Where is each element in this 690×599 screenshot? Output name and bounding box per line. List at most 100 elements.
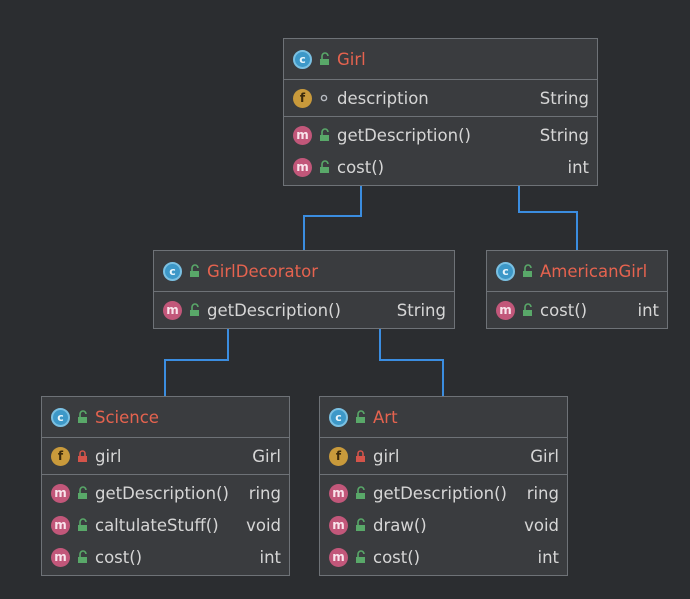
method-icon: m — [163, 300, 182, 320]
science-field-girl[interactable]: f girl Girl — [42, 440, 289, 472]
field-name: description — [337, 88, 429, 108]
method-icon: m — [496, 300, 515, 320]
class-girldecorator[interactable]: c GirlDecorator m getDescription() Strin… — [153, 250, 455, 329]
girl-method-cost[interactable]: m cost() int — [284, 151, 597, 183]
method-name: caltulateStuff() — [95, 515, 219, 535]
public-icon — [354, 486, 366, 500]
public-icon — [318, 128, 330, 142]
public-icon — [354, 550, 366, 564]
science-method-cost[interactable]: m cost() int — [42, 541, 289, 573]
method-type: int — [537, 547, 559, 567]
class-icon: c — [293, 49, 312, 69]
class-girl-header: c Girl — [284, 39, 597, 80]
class-girl-name: Girl — [337, 49, 366, 69]
method-icon: m — [51, 515, 70, 535]
class-icon: c — [163, 261, 182, 281]
method-icon: m — [51, 547, 70, 567]
method-icon: m — [329, 515, 348, 535]
science-fields: f girl Girl — [42, 438, 289, 475]
method-type: int — [637, 300, 659, 320]
method-name: getDescription() — [207, 300, 341, 320]
public-icon — [76, 486, 88, 500]
art-fields: f girl Girl — [320, 438, 567, 475]
public-icon — [521, 264, 533, 278]
method-type: int — [567, 157, 589, 177]
girl-method-getdescription[interactable]: m getDescription() String — [284, 119, 597, 151]
girldecorator-method-getdescription[interactable]: m getDescription() String — [154, 294, 454, 326]
public-icon — [318, 160, 330, 174]
class-icon: c — [51, 407, 70, 427]
method-icon: m — [51, 483, 70, 503]
class-science-header: c Science — [42, 397, 289, 438]
class-girldecorator-header: c GirlDecorator — [154, 251, 454, 292]
method-type: void — [524, 515, 559, 535]
field-icon: f — [51, 446, 70, 466]
private-lock-icon — [354, 449, 366, 463]
class-science[interactable]: c Science f girl Girl m getDescription()… — [41, 396, 290, 576]
public-icon — [521, 303, 533, 317]
method-name: cost() — [540, 300, 588, 320]
class-science-name: Science — [95, 407, 159, 427]
method-name: cost() — [373, 547, 421, 567]
edge-americangirl-to-girl — [511, 162, 578, 250]
art-method-cost[interactable]: m cost() int — [320, 541, 567, 573]
field-name: girl — [95, 446, 122, 466]
field-icon: f — [329, 446, 348, 466]
class-girldecorator-name: GirlDecorator — [207, 261, 319, 281]
public-icon — [354, 518, 366, 532]
edge-science-to-girldecorator — [164, 309, 236, 396]
package-dot-icon — [318, 91, 330, 105]
americangirl-methods: m cost() int — [487, 292, 667, 328]
public-icon — [354, 410, 366, 424]
method-name: cost() — [337, 157, 385, 177]
field-type: String — [539, 88, 589, 108]
method-name: draw() — [373, 515, 427, 535]
method-name: getDescription() — [373, 483, 507, 503]
public-icon — [76, 518, 88, 532]
girl-methods: m getDescription() String m cost() int — [284, 117, 597, 185]
method-icon: m — [329, 547, 348, 567]
method-type: ring — [526, 483, 559, 503]
class-art-header: c Art — [320, 397, 567, 438]
girl-field-description[interactable]: f description String — [284, 82, 597, 114]
private-lock-icon — [76, 449, 88, 463]
edge-girldecorator-to-girl — [303, 162, 369, 250]
class-americangirl[interactable]: c AmericanGirl m cost() int — [486, 250, 668, 329]
public-icon — [76, 410, 88, 424]
field-type: Girl — [252, 446, 281, 466]
science-method-caltulatestuff[interactable]: m caltulateStuff() void — [42, 509, 289, 541]
class-icon: c — [496, 261, 515, 281]
field-type: Girl — [530, 446, 559, 466]
science-method-getdescription[interactable]: m getDescription() ring — [42, 477, 289, 509]
method-icon: m — [293, 157, 312, 177]
method-name: getDescription() — [337, 125, 471, 145]
public-icon — [318, 52, 330, 66]
class-americangirl-name: AmericanGirl — [540, 261, 648, 281]
edge-art-to-girldecorator — [372, 309, 444, 396]
class-art[interactable]: c Art f girl Girl m getDescription() rin… — [319, 396, 568, 576]
class-girl[interactable]: c Girl f description String m getDescrip… — [283, 38, 598, 186]
art-method-getdescription[interactable]: m getDescription() ring — [320, 477, 567, 509]
americangirl-method-cost[interactable]: m cost() int — [487, 294, 667, 326]
method-icon: m — [329, 483, 348, 503]
method-type: String — [539, 125, 589, 145]
science-methods: m getDescription() ring m caltulateStuff… — [42, 475, 289, 575]
field-icon: f — [293, 88, 312, 108]
method-name: cost() — [95, 547, 143, 567]
method-icon: m — [293, 125, 312, 145]
method-type: int — [259, 547, 281, 567]
method-name: getDescription() — [95, 483, 229, 503]
field-name: girl — [373, 446, 400, 466]
art-method-draw[interactable]: m draw() void — [320, 509, 567, 541]
class-americangirl-header: c AmericanGirl — [487, 251, 667, 292]
art-field-girl[interactable]: f girl Girl — [320, 440, 567, 472]
girl-fields: f description String — [284, 80, 597, 117]
class-art-name: Art — [373, 407, 398, 427]
public-icon — [76, 550, 88, 564]
public-icon — [188, 303, 200, 317]
method-type: String — [396, 300, 446, 320]
art-methods: m getDescription() ring m draw() void m … — [320, 475, 567, 575]
public-icon — [188, 264, 200, 278]
girldecorator-methods: m getDescription() String — [154, 292, 454, 328]
